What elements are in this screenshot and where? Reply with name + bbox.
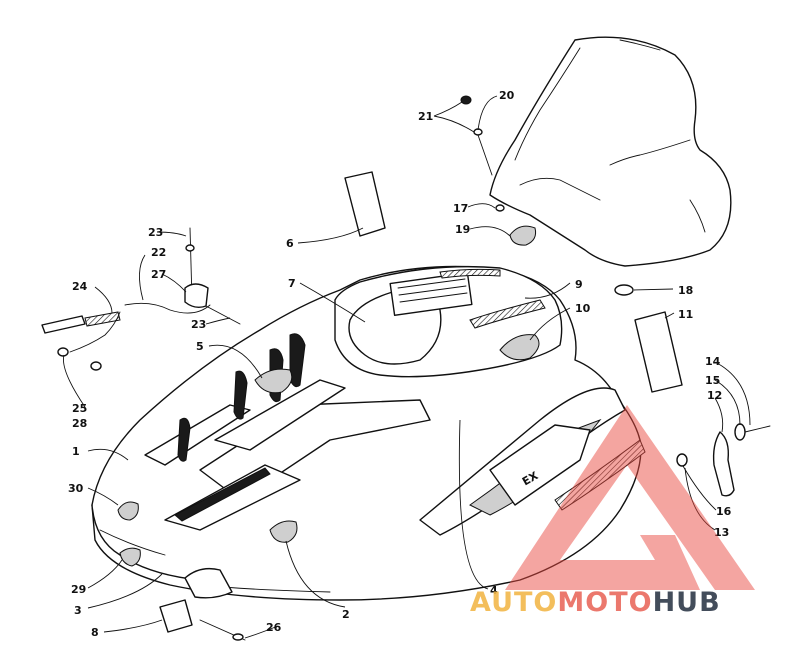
knob-19	[509, 225, 537, 246]
callout-20: 20	[499, 89, 515, 102]
callout-30: 30	[68, 482, 84, 495]
callout-15: 15	[705, 374, 720, 387]
callout-25: 25	[72, 402, 87, 415]
callout-23-top: 23	[148, 226, 163, 239]
handle-assembly	[676, 423, 771, 497]
callout-8: 8	[91, 626, 99, 639]
emblem-2	[269, 520, 298, 543]
callout-28: 28	[72, 417, 87, 430]
callout-6: 6	[286, 237, 294, 250]
dash-vent	[389, 272, 473, 316]
nose-cap-29	[119, 547, 141, 567]
svg-text:AUTOMOTOHUB: AUTOMOTOHUB	[470, 587, 721, 618]
callout-24: 24	[72, 280, 88, 293]
watermark-triangle-logo	[505, 405, 755, 590]
callout-3: 3	[74, 604, 82, 617]
callout-labels: 1 2 3 4 5 6 7 8 9 10 11 12 13 14 15 16 1…	[68, 89, 732, 639]
callout-11: 11	[678, 308, 693, 321]
callout-4: 4	[490, 584, 498, 597]
callout-27: 27	[151, 268, 166, 281]
callout-9: 9	[575, 278, 583, 291]
callout-21: 21	[418, 110, 433, 123]
callout-19: 19	[455, 223, 470, 236]
automotohub-watermark: AUTOMOTOHUB	[470, 405, 755, 618]
callout-7: 7	[288, 277, 296, 290]
ex-decal: EX	[489, 424, 646, 511]
callout-29: 29	[71, 583, 86, 596]
plug-30	[117, 501, 139, 521]
bracket-top	[184, 567, 233, 599]
callout-2: 2	[342, 608, 350, 621]
cable-assembly	[41, 227, 241, 371]
bracket-8	[159, 599, 193, 633]
callout-14: 14	[705, 355, 721, 368]
callout-18: 18	[678, 284, 693, 297]
screw-17	[495, 204, 505, 212]
emblem-10	[499, 334, 540, 361]
callout-17: 17	[453, 202, 468, 215]
decal-plate-6	[344, 171, 386, 237]
decal-plate-11	[634, 311, 683, 393]
callout-16: 16	[716, 505, 732, 518]
bolt-26	[199, 619, 246, 641]
windshield	[489, 36, 732, 267]
callout-23-bottom: 23	[191, 318, 206, 331]
callout-12: 12	[707, 389, 722, 402]
washer-18	[614, 284, 634, 296]
watermark-auto: AUTO	[470, 587, 557, 618]
watermark-moto: MOTO	[557, 587, 652, 618]
callout-1: 1	[72, 445, 80, 458]
watermark-hub: HUB	[653, 587, 721, 618]
emblem-5	[254, 368, 293, 394]
callout-26: 26	[266, 621, 282, 634]
callout-22: 22	[151, 246, 166, 259]
fastener-20-21	[460, 95, 493, 176]
callout-10: 10	[575, 302, 591, 315]
leader-lines	[63, 95, 751, 639]
callout-5: 5	[196, 340, 204, 353]
callout-13: 13	[714, 526, 729, 539]
